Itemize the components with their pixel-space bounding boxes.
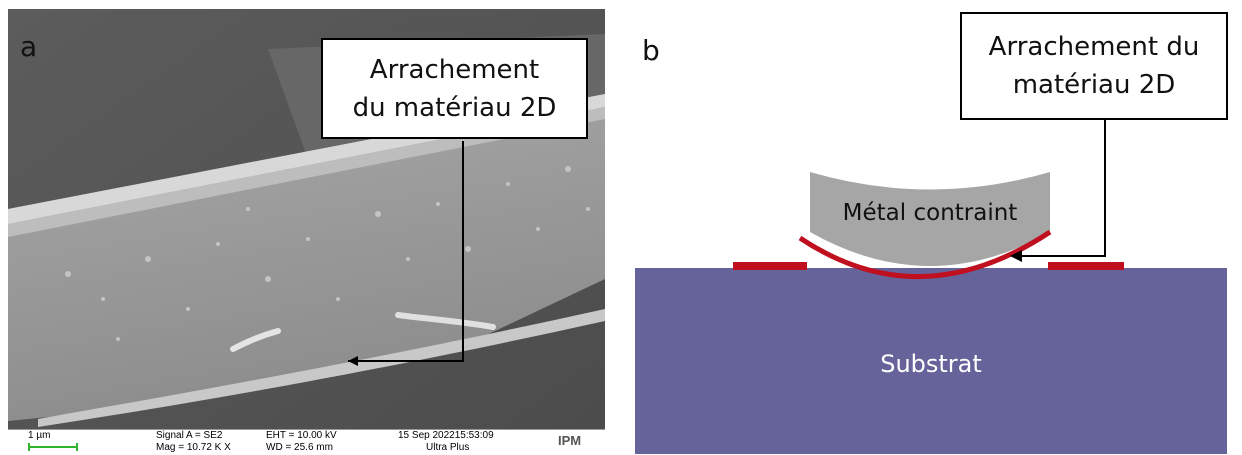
callout-line-1: Arrachement du (988, 32, 1200, 62)
sem-particles (65, 166, 590, 341)
magnification-label: Mag = 10.72 K X (156, 442, 231, 453)
sem-ribbon-lower-edge (38, 309, 605, 427)
panel-a-sem-micrograph: a Arrachement du matériau 2D 1 µm Signal… (8, 0, 605, 455)
substrate-label: Substrat (880, 350, 982, 378)
working-distance-label: WD = 25.6 mm (266, 442, 333, 453)
film-pad-right (1048, 262, 1124, 270)
film-pad-left (733, 262, 807, 270)
callout-line-2: du matériau 2D (352, 92, 557, 123)
stressed-metal-block (810, 172, 1050, 266)
callout-line-1: Arrachement (369, 54, 540, 85)
callout-box: Arrachement du matériau 2D (960, 12, 1228, 120)
sem-flake (395, 312, 496, 330)
callout-leader-line (1018, 118, 1106, 257)
ipm-logo: IPM (558, 433, 582, 448)
sem-info-bar: 1 µm Signal A = SE2 Mag = 10.72 K X EHT … (8, 429, 605, 455)
panel-letter: a (20, 30, 38, 63)
callout-leader-line (348, 141, 464, 362)
instrument-label: Ultra Plus (426, 442, 470, 453)
metal-label: Métal contraint (842, 200, 1018, 226)
eht-label: EHT = 10.00 kV (266, 430, 337, 441)
callout-line-2: matériau 2D (1012, 70, 1176, 100)
panel-b-schematic: b Arrachement du matériau 2D Métal contr… (620, 0, 1242, 454)
callout-arrowhead (348, 356, 358, 366)
substrate-block (635, 268, 1227, 454)
scale-bar-label: 1 µm (28, 430, 51, 441)
schematic-diagram (635, 118, 1227, 454)
date-label: 15 Sep 202215:53:09 (398, 430, 494, 441)
film-curve (798, 229, 1052, 280)
callout-arrowhead (1010, 250, 1022, 262)
signal-label: Signal A = SE2 (156, 430, 223, 441)
scale-bar (28, 443, 78, 451)
callout-box: Arrachement du matériau 2D (321, 38, 588, 139)
sem-ribbon (8, 94, 605, 421)
panel-letter: b (642, 34, 660, 67)
sem-flake (230, 328, 281, 352)
